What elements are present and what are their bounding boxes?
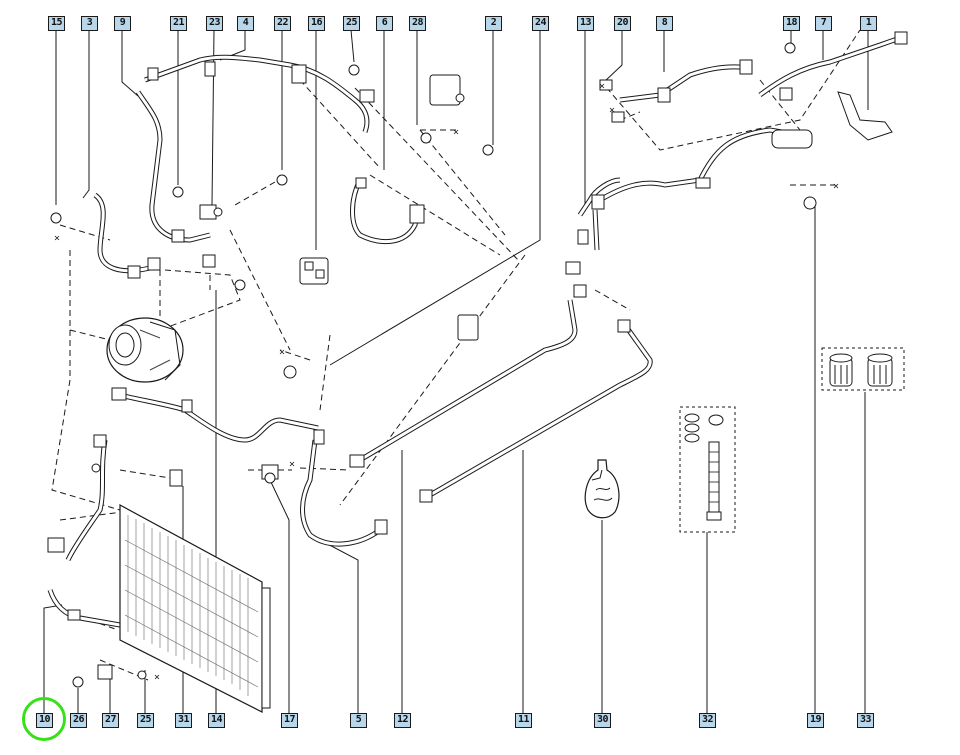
callout-11[interactable]: 11 <box>515 713 532 728</box>
callout-16[interactable]: 16 <box>308 16 325 31</box>
callout-8[interactable]: 8 <box>656 16 673 31</box>
bracket-icon <box>837 91 893 141</box>
callout-27[interactable]: 27 <box>102 713 119 728</box>
bolt-icons <box>50 42 817 688</box>
oil-bottle-icon <box>584 459 620 519</box>
callout-6[interactable]: 6 <box>376 16 393 31</box>
condenser-icon <box>119 503 271 713</box>
callout-13[interactable]: 13 <box>577 16 594 31</box>
hose-fills <box>48 36 901 627</box>
callout-15-top[interactable]: 15 <box>48 16 65 31</box>
callout-22[interactable]: 22 <box>274 16 291 31</box>
callout-21[interactable]: 21 <box>170 16 187 31</box>
callout-20[interactable]: 20 <box>614 16 631 31</box>
callout-25-top[interactable]: 25 <box>343 16 360 31</box>
drier-kit-icon <box>679 406 736 533</box>
callout-1[interactable]: 1 <box>860 16 877 31</box>
callout-31[interactable]: 31 <box>175 713 192 728</box>
callout-30[interactable]: 30 <box>594 713 611 728</box>
callout-33[interactable]: 33 <box>857 713 874 728</box>
valve-caps-icon <box>821 347 905 391</box>
compressor-icon <box>106 317 184 383</box>
callout-23[interactable]: 23 <box>206 16 223 31</box>
callout-4[interactable]: 4 <box>237 16 254 31</box>
callout-14[interactable]: 14 <box>208 713 225 728</box>
callout-17[interactable]: 17 <box>281 713 298 728</box>
callout-5[interactable]: 5 <box>350 713 367 728</box>
highlight-circle <box>22 697 66 741</box>
callout-26[interactable]: 26 <box>70 713 87 728</box>
callout-9[interactable]: 9 <box>114 16 131 31</box>
callout-7[interactable]: 7 <box>815 16 832 31</box>
callout-2[interactable]: 2 <box>485 16 502 31</box>
callout-24[interactable]: 24 <box>532 16 549 31</box>
callout-28[interactable]: 28 <box>409 16 426 31</box>
leader-lines-top <box>55 29 869 366</box>
callout-32[interactable]: 32 <box>699 713 716 728</box>
connector-icons <box>47 31 908 680</box>
callout-25-bottom[interactable]: 25 <box>137 713 154 728</box>
callout-18[interactable]: 18 <box>783 16 800 31</box>
cross-markers <box>54 83 839 680</box>
callout-19[interactable]: 19 <box>807 713 824 728</box>
callout-3[interactable]: 3 <box>81 16 98 31</box>
callout-12[interactable]: 12 <box>394 713 411 728</box>
